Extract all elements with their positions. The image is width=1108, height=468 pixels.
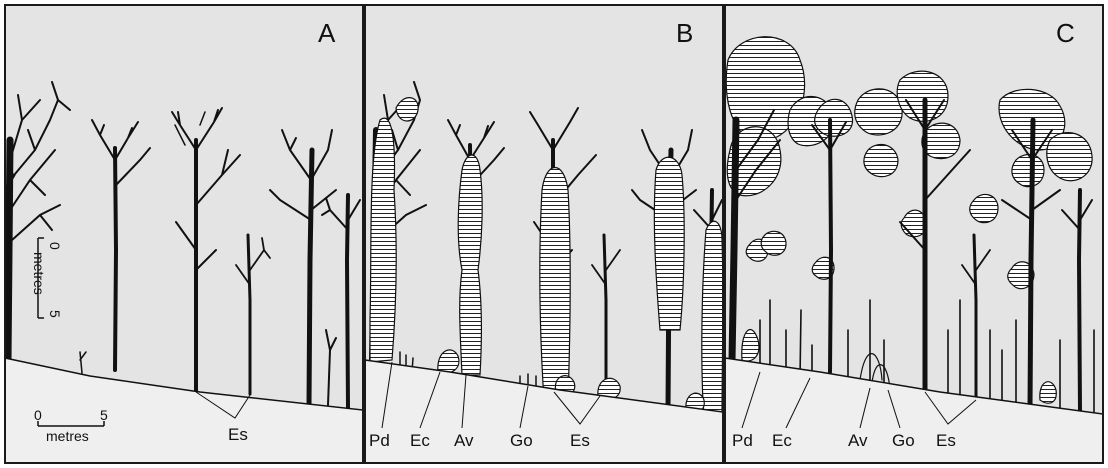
panel-c-letter: C	[1056, 18, 1075, 48]
panel-c-label-go: Go	[892, 431, 915, 450]
climber-mass-icon	[370, 118, 396, 362]
panel-b-label-av: Av	[454, 431, 474, 450]
vertical-scale-unit: metres	[31, 252, 47, 295]
panel-b-label-es: Es	[570, 431, 590, 450]
panel-b-label-ec: Ec	[410, 431, 430, 450]
horizontal-scale-zero: 0	[34, 407, 42, 423]
panel-b-label-pd: Pd	[369, 431, 390, 450]
panel-a-label-es: Es	[228, 425, 248, 444]
climber-column-icon	[654, 157, 684, 330]
horizontal-scale-unit: metres	[46, 428, 89, 444]
climber-column-icon	[458, 155, 482, 375]
panel-b: B Pd Ec Av Go Es	[365, 5, 723, 463]
climber-column-icon	[540, 168, 570, 401]
panel-c-label-av: Av	[848, 431, 868, 450]
horizontal-scale-max: 5	[100, 407, 108, 423]
panel-b-label-go: Go	[510, 431, 533, 450]
vertical-scale-zero: 0	[47, 242, 63, 250]
panel-c-label-pd: Pd	[732, 431, 753, 450]
panel-c: C Pd Ec Av Go Es	[725, 5, 1103, 463]
panel-a-letter: A	[318, 18, 336, 48]
panel-a: A Es 0 metres 5 0 5 metres	[5, 5, 363, 463]
vertical-scale-max: 5	[47, 310, 63, 318]
panel-b-letter: B	[676, 18, 693, 48]
panel-c-label-ec: Ec	[772, 431, 792, 450]
climber-column-icon	[702, 221, 723, 420]
panel-c-label-es: Es	[936, 431, 956, 450]
